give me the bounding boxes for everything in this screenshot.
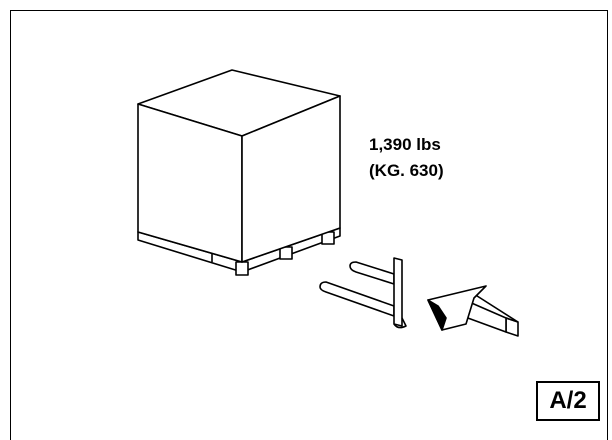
weight-lbs-text: 1,390 lbs xyxy=(369,135,441,154)
weight-kg-text: (KG. 630) xyxy=(369,161,444,180)
crate-illustration xyxy=(137,69,519,337)
crate-on-pallet-icon xyxy=(137,69,341,263)
pallet-jack-forks-icon xyxy=(319,257,407,329)
figure-frame xyxy=(10,10,608,440)
insert-direction-arrow-icon xyxy=(427,285,519,337)
page-tag: A/2 xyxy=(536,381,600,421)
weight-label: 1,390 lbs (KG. 630) xyxy=(369,132,444,184)
